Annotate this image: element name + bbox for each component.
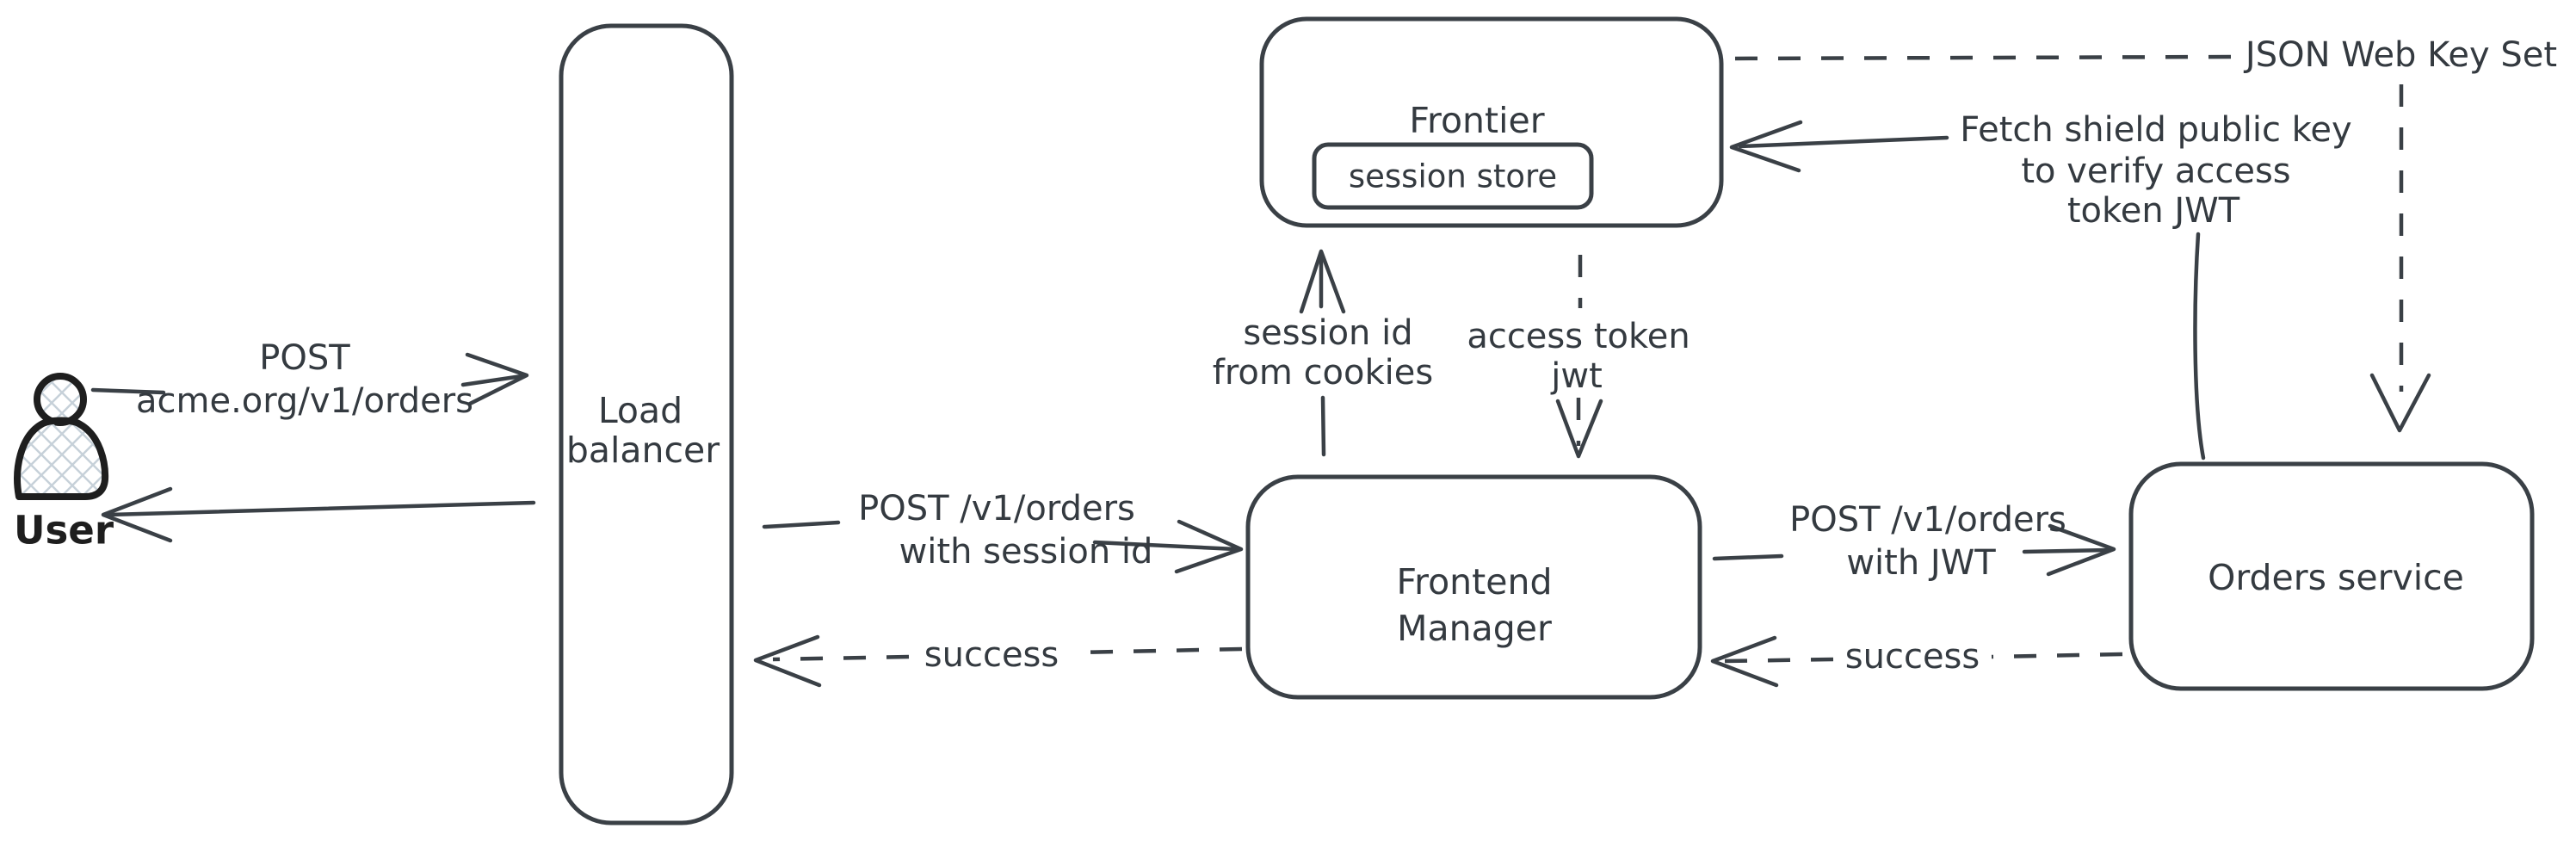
load-balancer-node: Load balancer — [559, 23, 734, 825]
edge-orders-service-to-fm-success: success — [1710, 635, 2123, 688]
edge-fm-to-os-label-line2: with JWT — [1846, 543, 1996, 583]
session-store-label: session store — [1349, 158, 1557, 195]
edge-fm-to-os-line — [1712, 547, 2110, 561]
edge-fm-to-os-label-line1: POST /v1/orders — [1789, 500, 2066, 540]
orders-service-node: Orders service — [2128, 461, 2535, 691]
frontend-manager-box — [1245, 474, 1702, 700]
frontend-manager-label-line2: Manager — [1397, 608, 1552, 649]
edge-os-to-frontier-label-line2: to verify access — [2021, 151, 2290, 191]
edge-frontier-to-fm-label-line1: access token — [1467, 317, 1690, 356]
edge-fm-to-lb-label: success — [924, 635, 1059, 675]
edge-os-to-frontier-curve — [2193, 232, 2206, 461]
jwks-annotation: JSON Web Key Set — [1731, 35, 2557, 433]
arrowhead-left-icon — [753, 634, 822, 688]
frontier-node: Frontier session store — [1259, 16, 1724, 228]
arrowhead-down-icon — [1555, 399, 1603, 459]
edge-user-to-lb-label-line2: acme.org/v1/orders — [136, 381, 473, 421]
frontend-manager-label-line1: Frontend — [1397, 561, 1553, 603]
edge-os-to-fm-label: success — [1845, 637, 1980, 677]
edge-frontend-manager-to-orders-service: POST /v1/orders with JWT — [1712, 500, 2116, 583]
orders-service-box — [2128, 461, 2535, 691]
user-label: User — [14, 508, 114, 553]
edge-frontier-to-fm-dashed-line — [1576, 255, 1583, 446]
arrowhead-up-icon — [1299, 249, 1346, 314]
edge-os-to-fm-dashed-line — [1724, 652, 2123, 664]
arrowhead-right-icon — [2046, 523, 2116, 577]
edge-lb-to-fm-line — [762, 520, 1239, 552]
user-icon-body — [14, 417, 109, 500]
edge-os-to-frontier-label-line3: token JWT — [2067, 191, 2240, 231]
frontend-manager-node: Frontend Manager — [1245, 474, 1702, 700]
arrowhead-right-icon — [465, 352, 529, 406]
arrowhead-down-icon — [2369, 373, 2431, 433]
edge-user-to-lb-label-line1: POST — [259, 338, 350, 378]
load-balancer-label-line1: Load — [598, 390, 683, 431]
edge-lb-to-fm-label-line1: POST /v1/orders — [858, 489, 1135, 529]
frontier-box — [1259, 16, 1724, 228]
edge-lb-to-frontend-manager: POST /v1/orders with session id — [762, 489, 1244, 574]
edge-user-to-load-balancer: POST acme.org/v1/orders — [90, 338, 529, 421]
jwks-label: JSON Web Key Set — [2243, 35, 2557, 75]
edge-frontend-manager-to-lb-success: success — [753, 634, 1243, 688]
arrowhead-left-icon — [1729, 120, 1803, 173]
edge-lb-to-user-line — [106, 500, 536, 517]
edge-jwks-to-frontier-dashed-line — [1731, 54, 2232, 61]
load-balancer-box — [559, 23, 734, 825]
edge-os-to-frontier-line — [1738, 135, 1949, 149]
edge-user-to-lb-line — [90, 374, 524, 395]
edge-frontend-manager-to-frontier: session id from cookies — [1213, 249, 1433, 457]
arrowhead-left-icon — [101, 486, 173, 543]
load-balancer-label-line2: balancer — [566, 430, 720, 471]
edge-orders-service-to-frontier: Fetch shield public key to verify access… — [1729, 110, 2352, 461]
edge-fm-to-frontier-line — [1319, 254, 1326, 457]
edge-os-to-frontier-label-line1: Fetch shield public key — [1960, 110, 2351, 150]
session-store-box — [1312, 142, 1594, 210]
arrowhead-left-icon — [1710, 635, 1779, 688]
edge-lb-to-fm-label-line2: with session id — [899, 532, 1153, 572]
edge-frontier-to-fm-label-line2: jwt — [1550, 356, 1603, 396]
edge-fm-to-frontier-label-line1: session id — [1243, 313, 1412, 353]
user-icon-head — [34, 373, 87, 426]
frontier-label: Frontier — [1409, 100, 1544, 141]
edge-fm-to-lb-dashed-line — [772, 646, 1243, 662]
edge-fm-to-frontier-label-line2: from cookies — [1213, 353, 1433, 393]
edge-load-balancer-to-user — [101, 486, 536, 543]
arrowhead-right-icon — [1174, 519, 1244, 574]
edge-frontier-to-frontend-manager: access token jwt — [1467, 255, 1690, 459]
user-actor: User — [14, 373, 114, 553]
orders-service-label: Orders service — [2208, 557, 2464, 598]
